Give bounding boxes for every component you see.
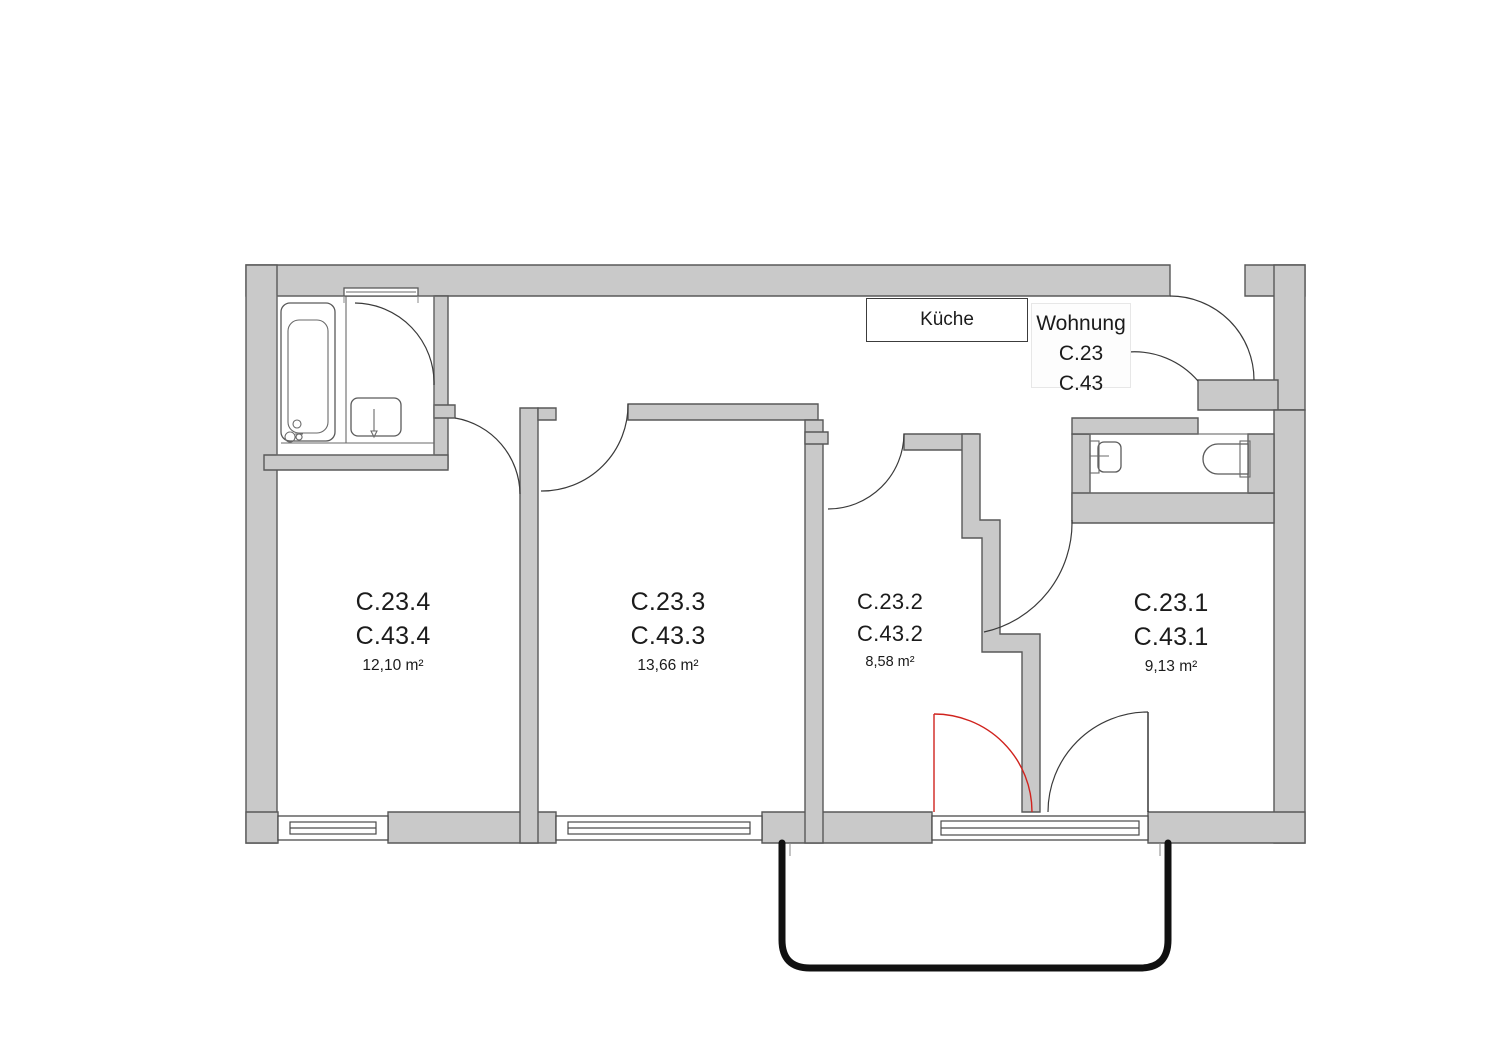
wall-exterior-right [1273,409,1306,844]
room-code-secondary: C.43.2 [856,621,924,646]
washbasin-tap-icon [370,409,378,439]
room-label-c23-3: C.23.3 C.43.3 13,66 m² [575,585,761,679]
door-swing-c232 [827,433,905,510]
wc-washbasin-icon [1097,441,1122,473]
room-label-c23-1: C.23.1 C.43.1 9,13 m² [1078,586,1264,680]
toilet-cistern-icon [1239,440,1251,478]
door-swing-bath-hall [454,417,521,495]
bathtub-drain-icon [292,419,302,429]
wall-bath-right [433,295,449,469]
window-group [277,815,1149,841]
wall-exterior-bottom-left [245,811,279,844]
apartment-title: Wohnung [1036,312,1126,335]
washbasin-icon [350,397,402,437]
wall-exterior-bottom-seg-b [761,811,933,844]
wall-c233-door-head-left [537,407,557,421]
room-code-secondary: C.43.1 [1133,623,1209,651]
bathtub-icon [280,302,336,442]
wall-bath-bottom [263,454,449,471]
wall-exterior-left [245,264,278,844]
room-area: 8,58 m² [865,654,915,670]
wall-c232-door-jog [804,431,829,445]
room-label-c23-4: C.23.4 C.43.4 12,10 m² [300,585,486,679]
door-swings [354,295,1255,813]
wc-washbasin-back [1089,440,1100,474]
door-swing-bathroom [354,302,435,386]
wall-wc-top [1071,417,1199,435]
bathtub-faucet-icon [284,431,303,443]
room-area: 9,13 m² [1144,658,1198,675]
door-swing-balcony-black [1047,711,1149,813]
room-code-primary: C.23.4 [355,588,431,616]
bathroom-fixtures [276,287,435,456]
room-code-secondary: C.43.4 [355,622,431,650]
bathtub-inner [287,319,329,434]
kitchen-label-box: Küche [866,298,1028,342]
room-code-primary: C.23.3 [630,588,706,616]
bath-top-recess-line [343,296,419,303]
apartment-code-2: C.43 [1058,372,1104,395]
wall-between-c233-c232 [804,419,824,844]
wall-group [245,264,1306,844]
wall-entry-alcove-bottom [1197,379,1279,411]
balcony-outline [778,839,1172,972]
apartment-code-1: C.23 [1058,342,1104,365]
room-code-primary: C.23.2 [856,589,924,614]
room-label-c23-2: C.23.2 C.43.2 8,58 m² [800,586,980,674]
wall-between-c234-c233 [519,407,539,844]
door-swing-entry [1169,295,1255,381]
wall-c233-top [627,403,819,421]
wall-between-c232-c231 [961,433,1041,813]
kitchen-label: Küche [920,309,974,330]
room-code-primary: C.23.1 [1133,589,1209,617]
room-code-secondary: C.43.3 [630,622,706,650]
room-area: 12,10 m² [362,657,424,674]
toilet-icon [1202,443,1249,475]
wall-exterior-bottom-seg-c [1147,811,1306,844]
door-swing-balcony-red [933,713,1033,813]
apartment-label-box: Wohnung C.23 C.43 [1031,303,1131,395]
room-area: 13,66 m² [637,657,699,674]
wall-bath-door-jog [433,404,456,419]
door-swing-c233 [540,403,629,492]
wall-wc-bottom [1071,492,1275,524]
wc-fixtures [1089,433,1251,494]
door-swing-c231 [983,519,1073,633]
door-swing-entry-leaf [1127,351,1199,382]
wall-wc-right-pier [1247,433,1275,494]
